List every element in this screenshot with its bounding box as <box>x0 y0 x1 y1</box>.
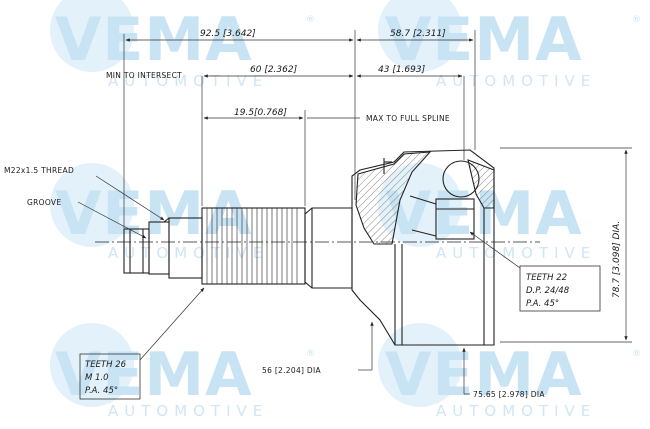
svg-text:P.A. 45°: P.A. 45° <box>526 299 559 309</box>
watermark-bottom-left: VEMA AUTOMOTIVE ® <box>50 323 315 420</box>
svg-text:TEETH 22: TEETH 22 <box>526 273 567 283</box>
groove-label: GROOVE <box>27 198 61 207</box>
hatched-section <box>355 151 432 245</box>
dim-overall-label: 92.5 [3.642] <box>200 29 256 39</box>
svg-text:AUTOMOTIVE: AUTOMOTIVE <box>436 244 596 262</box>
min-intersect-label: MIN TO INTERSECT <box>106 71 182 80</box>
svg-text:®: ® <box>632 15 641 25</box>
inner-spline-spec: TEETH 22 D.P. 24/48 P.A. 45° <box>519 265 601 312</box>
watermark-bottom-right: VEMA AUTOMOTIVE ® <box>378 323 641 420</box>
inner-race <box>435 198 475 240</box>
dim-max-dia-label: 78.7 [3.098] DIA. <box>612 221 622 298</box>
svg-text:AUTOMOTIVE: AUTOMOTIVE <box>436 72 596 90</box>
dimension-lines <box>77 30 632 395</box>
svg-text:TEETH 26: TEETH 26 <box>85 360 127 370</box>
outer-housing <box>351 149 495 346</box>
svg-text:®: ® <box>306 15 315 25</box>
dia-7565-label: 75.65 [2.978] DIA <box>473 390 545 399</box>
watermark-top-left: VEMA AUTOMOTIVE ® <box>50 0 315 90</box>
svg-text:P.A. 45°: P.A. 45° <box>85 386 118 396</box>
ball <box>442 160 480 198</box>
svg-text:®: ® <box>632 349 641 359</box>
svg-text:AUTOMOTIVE: AUTOMOTIVE <box>436 402 596 420</box>
svg-text:VEMA: VEMA <box>55 179 253 249</box>
max-spline-label: MAX TO FULL SPLINE <box>366 114 450 123</box>
watermark-middle-left: VEMA AUTOMOTIVE <box>50 163 268 262</box>
watermark-top-right: VEMA AUTOMOTIVE ® <box>378 0 641 90</box>
outer-spline-spec: TEETH 26 M 1.0 P.A. 45° <box>79 353 141 400</box>
svg-text:M 1.0: M 1.0 <box>85 373 109 383</box>
thread-label: M22x1.5 THREAD <box>4 166 74 175</box>
dim-cup-length-label: 58.7 [2.311] <box>390 29 446 39</box>
svg-text:D.P. 24/48: D.P. 24/48 <box>526 286 570 296</box>
dim-cup-inner-label: 43 [1.693] <box>378 65 426 75</box>
dia-56-label: 56 [2.204] DIA <box>262 366 322 375</box>
svg-text:AUTOMOTIVE: AUTOMOTIVE <box>108 244 268 262</box>
spline-teeth <box>206 208 298 284</box>
cv-joint-part <box>123 149 495 346</box>
svg-text:AUTOMOTIVE: AUTOMOTIVE <box>108 402 268 420</box>
svg-text:®: ® <box>306 349 315 359</box>
svg-text:VEMA: VEMA <box>55 340 253 410</box>
svg-text:VEMA: VEMA <box>385 340 583 410</box>
dim-spline-label: 19.5[0.768] <box>234 108 287 118</box>
dim-to-intersect-label: 60 [2.362] <box>250 65 298 75</box>
